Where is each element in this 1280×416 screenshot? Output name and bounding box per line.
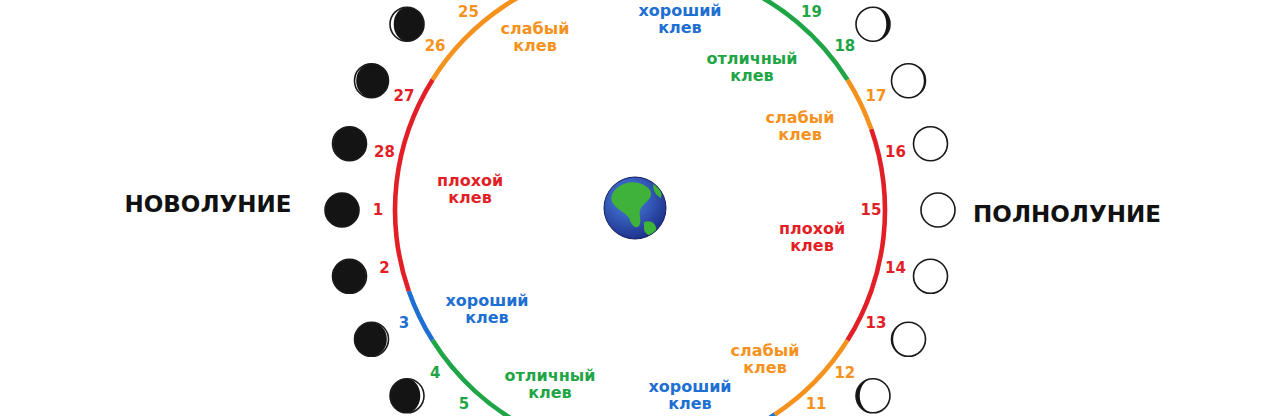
lunar-day-number: 16 (885, 144, 906, 161)
moon (333, 259, 367, 293)
lunar-day-number: 19 (801, 4, 822, 21)
lunar-day-number: 13 (866, 315, 887, 332)
lunar-day-number: 4 (430, 365, 440, 382)
moon-outline (892, 64, 926, 98)
moon (914, 259, 948, 293)
rating-arc (431, 0, 602, 81)
moon (390, 379, 424, 413)
moon-light (407, 379, 424, 413)
bite-rating-label: хороший клев (638, 3, 721, 37)
moon (856, 7, 890, 41)
rating-arc (656, 413, 776, 416)
moon-phase-label: НОВОЛУНИЕ (125, 192, 292, 217)
continent (644, 221, 656, 235)
bite-rating-label: слабый клев (731, 343, 800, 377)
moon-phases (325, 0, 955, 416)
rating-arc (407, 290, 435, 341)
lunar-day-number: 12 (834, 365, 855, 382)
globe-ocean (604, 177, 666, 239)
globe-land (611, 182, 661, 235)
moon-light (390, 7, 407, 41)
moon-outline (914, 127, 948, 161)
bite-rating-label: хороший клев (648, 379, 731, 413)
lunar-day-number: 25 (458, 4, 479, 21)
moon (333, 127, 367, 161)
moon-light (914, 259, 948, 293)
moon-shadow (325, 193, 359, 227)
moon-light (921, 193, 955, 227)
moon-outline (921, 193, 955, 227)
moon-outline (856, 379, 890, 413)
lunar-day-number: 11 (806, 396, 827, 413)
bite-rating-label: плохой клев (437, 173, 503, 207)
moon (921, 193, 955, 227)
moon-shadow (892, 322, 926, 356)
rating-arc (431, 339, 657, 416)
moon-outline (390, 7, 424, 41)
lunar-day-number: 3 (399, 315, 409, 332)
moon-shadow (856, 379, 890, 413)
moon-outline (390, 379, 424, 413)
moon (355, 322, 389, 356)
moon (914, 127, 948, 161)
continent (611, 182, 651, 227)
bite-rating-label: отличный клев (505, 368, 596, 402)
lunar-day-number: 28 (374, 144, 395, 161)
moon-outline (892, 322, 926, 356)
moon-light (350, 259, 367, 293)
lunar-day-number: 26 (425, 38, 446, 55)
lunar-ring (393, 0, 888, 416)
moon-shadow (914, 259, 948, 293)
moon-outline (333, 259, 367, 293)
lunar-day-number: 18 (834, 38, 855, 55)
moon-light (355, 64, 372, 98)
moon-outline (856, 7, 890, 41)
moon-phase-label: ПОЛНОЛУНИЕ (973, 202, 1161, 227)
moon-shadow (355, 64, 389, 98)
rating-arc (393, 78, 435, 291)
moon-shadow (390, 7, 424, 41)
moon-shadow (390, 379, 424, 413)
moon-shadow (856, 7, 890, 41)
lunar-day-number: 14 (885, 260, 906, 277)
bite-rating-label: хороший клев (445, 293, 528, 327)
moon (390, 7, 424, 41)
lunar-day-number: 5 (459, 396, 469, 413)
lunar-day-number: 27 (394, 88, 415, 105)
moon-light (333, 127, 350, 161)
moon (892, 322, 926, 356)
lunar-day-number: 2 (379, 260, 389, 277)
moon-shadow (892, 64, 926, 98)
lunar-day-number: 15 (861, 202, 882, 219)
moon (325, 193, 359, 227)
moon (892, 64, 926, 98)
moon (355, 64, 389, 98)
moon-light (914, 127, 948, 161)
bite-rating-label: слабый клев (501, 21, 570, 55)
moon-outline (355, 322, 389, 356)
moon-outline (914, 259, 948, 293)
moon-outline (333, 127, 367, 161)
lunar-day-number: 17 (866, 88, 887, 105)
rating-arc (846, 128, 888, 341)
moon-outline (325, 193, 359, 227)
bite-rating-label: отличный клев (707, 51, 798, 85)
moon-light (372, 322, 389, 356)
earth-globe (604, 177, 666, 239)
bite-rating-label: плохой клев (779, 221, 845, 255)
moon-outline (355, 64, 389, 98)
bite-rating-label: слабый клев (766, 110, 835, 144)
moon-shadow (355, 322, 389, 356)
moon (856, 379, 890, 413)
moon-shadow (921, 193, 955, 227)
moon-shadow (333, 127, 367, 161)
lunar-day-number: 1 (373, 202, 383, 219)
globe-rim (604, 177, 666, 239)
moon-shadow (333, 259, 367, 293)
moon-shadow (914, 127, 948, 161)
